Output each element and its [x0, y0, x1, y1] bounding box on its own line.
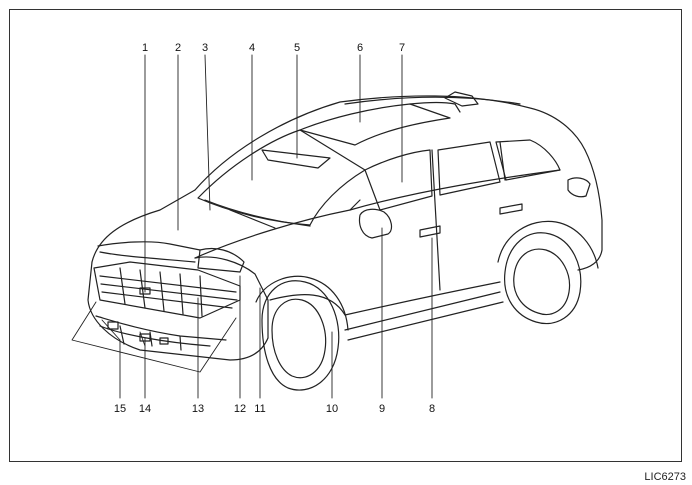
leader-lines: [71, 54, 433, 399]
figure-code: LIC6273: [644, 471, 686, 483]
callout-number: 5: [293, 42, 301, 54]
side-windows: [364, 139, 561, 291]
callout-number: 2: [174, 42, 182, 54]
front-wheel: [255, 275, 349, 391]
windshield: [197, 129, 366, 229]
callout-number: 9: [378, 403, 386, 415]
callout-number: 15: [113, 403, 127, 415]
callout-number: 4: [248, 42, 256, 54]
front-grille: [93, 261, 241, 319]
figure-frame: [9, 9, 682, 462]
callout-number: 6: [356, 42, 364, 54]
callout-number: 1: [141, 42, 149, 54]
callout-number: 13: [191, 403, 205, 415]
callout-number: 11: [254, 403, 266, 415]
callout-number: 8: [428, 403, 436, 415]
side-mirror: [358, 208, 393, 239]
rear-light: [567, 177, 591, 198]
rear-door-handle: [499, 203, 523, 215]
callout-number: 10: [325, 403, 339, 415]
callout-number: 7: [398, 42, 406, 54]
callout-number: 14: [138, 403, 152, 415]
headlights: [97, 241, 245, 273]
roof-rails: [344, 91, 521, 107]
car-body: [87, 95, 603, 361]
rear-wheel: [497, 220, 599, 324]
sunroof: [299, 101, 461, 146]
front-door-handle: [419, 225, 441, 238]
callout-number: 12: [233, 403, 247, 415]
lower-intake: [95, 315, 227, 351]
callout-number: 3: [201, 42, 209, 54]
front-emblem: [139, 287, 151, 295]
